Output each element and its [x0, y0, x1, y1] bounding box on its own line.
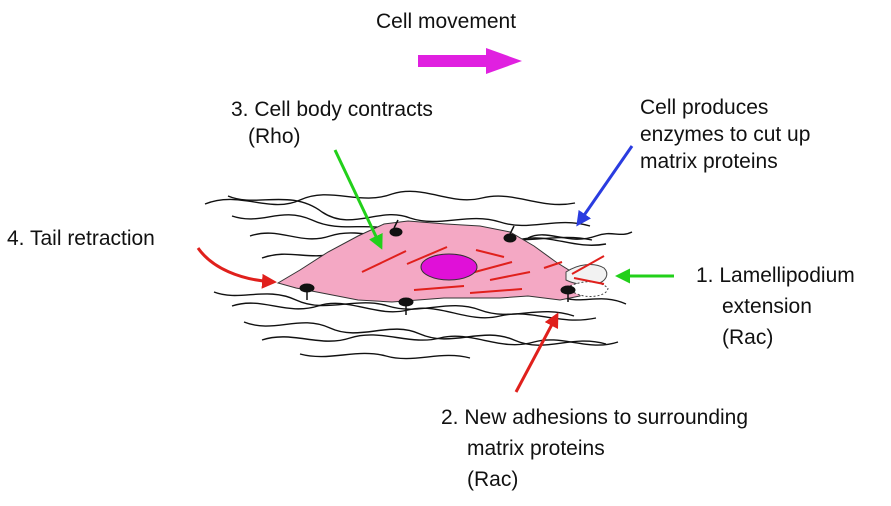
lamellipodium-marks [571, 255, 605, 285]
label-enzymes-line2: enzymes to cut up [640, 123, 811, 146]
adhesion-icon [299, 219, 576, 315]
label-step4-line1: 4. Tail retraction [7, 227, 155, 250]
annotation-arrows [196, 145, 674, 393]
label-enzymes-line3: matrix proteins [640, 150, 778, 173]
label-step1-line3: (Rac) [722, 326, 774, 349]
label-step2-line2: matrix proteins [467, 437, 605, 460]
arrow-step2 [514, 312, 559, 393]
matrix-fibers [204, 190, 633, 360]
lamellipodium [565, 264, 609, 297]
label-step2-line3: (Rac) [467, 468, 519, 491]
label-enzymes-line1: Cell produces [640, 96, 769, 119]
label-step3-line2: (Rho) [248, 125, 301, 148]
movement-arrow-icon [418, 48, 522, 74]
diagram-title: Cell movement [376, 10, 517, 33]
arrow-step3 [333, 149, 383, 250]
label-step3-line1: 3. Cell body contracts [231, 98, 433, 121]
label-step4: 4. Tail retraction [7, 225, 155, 252]
label-step1-line2: extension [722, 295, 812, 318]
arrow-step4 [196, 247, 277, 289]
label-step3: 3. Cell body contracts (Rho) [231, 96, 433, 150]
label-step2-line1: 2. New adhesions to surrounding [441, 406, 749, 429]
nucleus-icon [420, 253, 478, 281]
label-step2: 2. New adhesions to surrounding matrix p… [441, 404, 748, 493]
label-enzymes: Cell produces enzymes to cut up matrix p… [640, 94, 810, 175]
arrow-enzymes [576, 145, 634, 227]
label-step1: 1. Lamellipodium extension (Rac) [696, 262, 855, 351]
label-step1-line1: 1. Lamellipodium [696, 264, 855, 287]
